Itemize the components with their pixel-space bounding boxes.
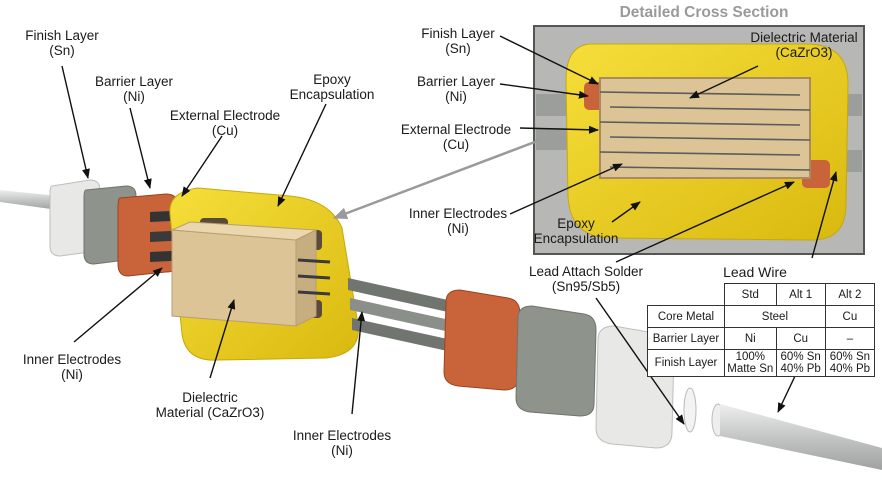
- cross-section-pointer-arrow: [333, 138, 541, 220]
- label-finish-layer: Finish Layer(Sn): [25, 28, 99, 58]
- table-cell: Ni: [724, 327, 777, 350]
- label-lead-attach-solder: Lead Attach Solder(Sn95/Sb5): [528, 264, 644, 294]
- label-barrier-layer: Barrier Layer(Ni): [94, 74, 174, 104]
- right-electrode-fins: [348, 278, 452, 352]
- label-inner-electrodes-bottom: Inner Electrodes(Ni): [292, 428, 392, 458]
- table-row: Barrier Layer Ni Cu –: [647, 327, 876, 350]
- label-cs-barrier-layer: Barrier Layer(Ni): [416, 74, 496, 104]
- right-barrier-cap: [515, 305, 597, 417]
- label-cs-inner-electrodes: Inner Electrodes(Ni): [408, 206, 508, 236]
- row-header: Barrier Layer: [647, 327, 725, 350]
- table-cell: 60% Sn 40% Pb: [775, 349, 826, 377]
- left-lead-wire: [0, 190, 58, 210]
- right-lead-wire: [711, 403, 882, 470]
- cross-section-title: Detailed Cross Section: [619, 4, 789, 21]
- label-external-electrode: External Electrode(Cu): [169, 108, 281, 138]
- cross-section-panel: [533, 25, 865, 255]
- column-header: Alt 1: [775, 283, 826, 306]
- column-header: Std: [724, 283, 777, 306]
- row-header: Finish Layer: [647, 349, 725, 377]
- table-cell: Cu: [775, 327, 826, 350]
- label-cs-finish-layer: Finish Layer(Sn): [421, 26, 495, 56]
- table-cell: Steel: [724, 305, 826, 328]
- lead-wire-title: Lead Wire: [723, 264, 787, 280]
- table-row: Finish Layer 100% Matte Sn 60% Sn 40% Pb…: [647, 349, 876, 377]
- table-cell: Cu: [824, 305, 876, 328]
- label-inner-electrodes-left: Inner Electrodes(Ni): [22, 352, 122, 382]
- column-header: Alt 2: [824, 283, 876, 306]
- table-header-row: Std Alt 1 Alt 2: [647, 283, 876, 306]
- label-cs-external-electrode: External Electrode(Cu): [400, 122, 512, 152]
- table-cell: 100% Matte Sn: [724, 349, 777, 377]
- dielectric-block: [171, 221, 331, 327]
- table-row: Core Metal Steel Cu: [647, 305, 876, 328]
- label-cs-dielectric-material: Dielectric Material(CaZrO3): [750, 30, 858, 60]
- right-external-electrode-cap: [443, 289, 521, 391]
- row-header: Core Metal: [647, 305, 725, 328]
- lead-wire-table: Std Alt 1 Alt 2 Core Metal Steel Cu Barr…: [647, 283, 876, 377]
- leader-lines: [61, 35, 838, 425]
- table-cell: –: [824, 327, 876, 350]
- solder-disc: [683, 387, 697, 433]
- table-cell: 60% Sn 40% Pb: [824, 349, 876, 377]
